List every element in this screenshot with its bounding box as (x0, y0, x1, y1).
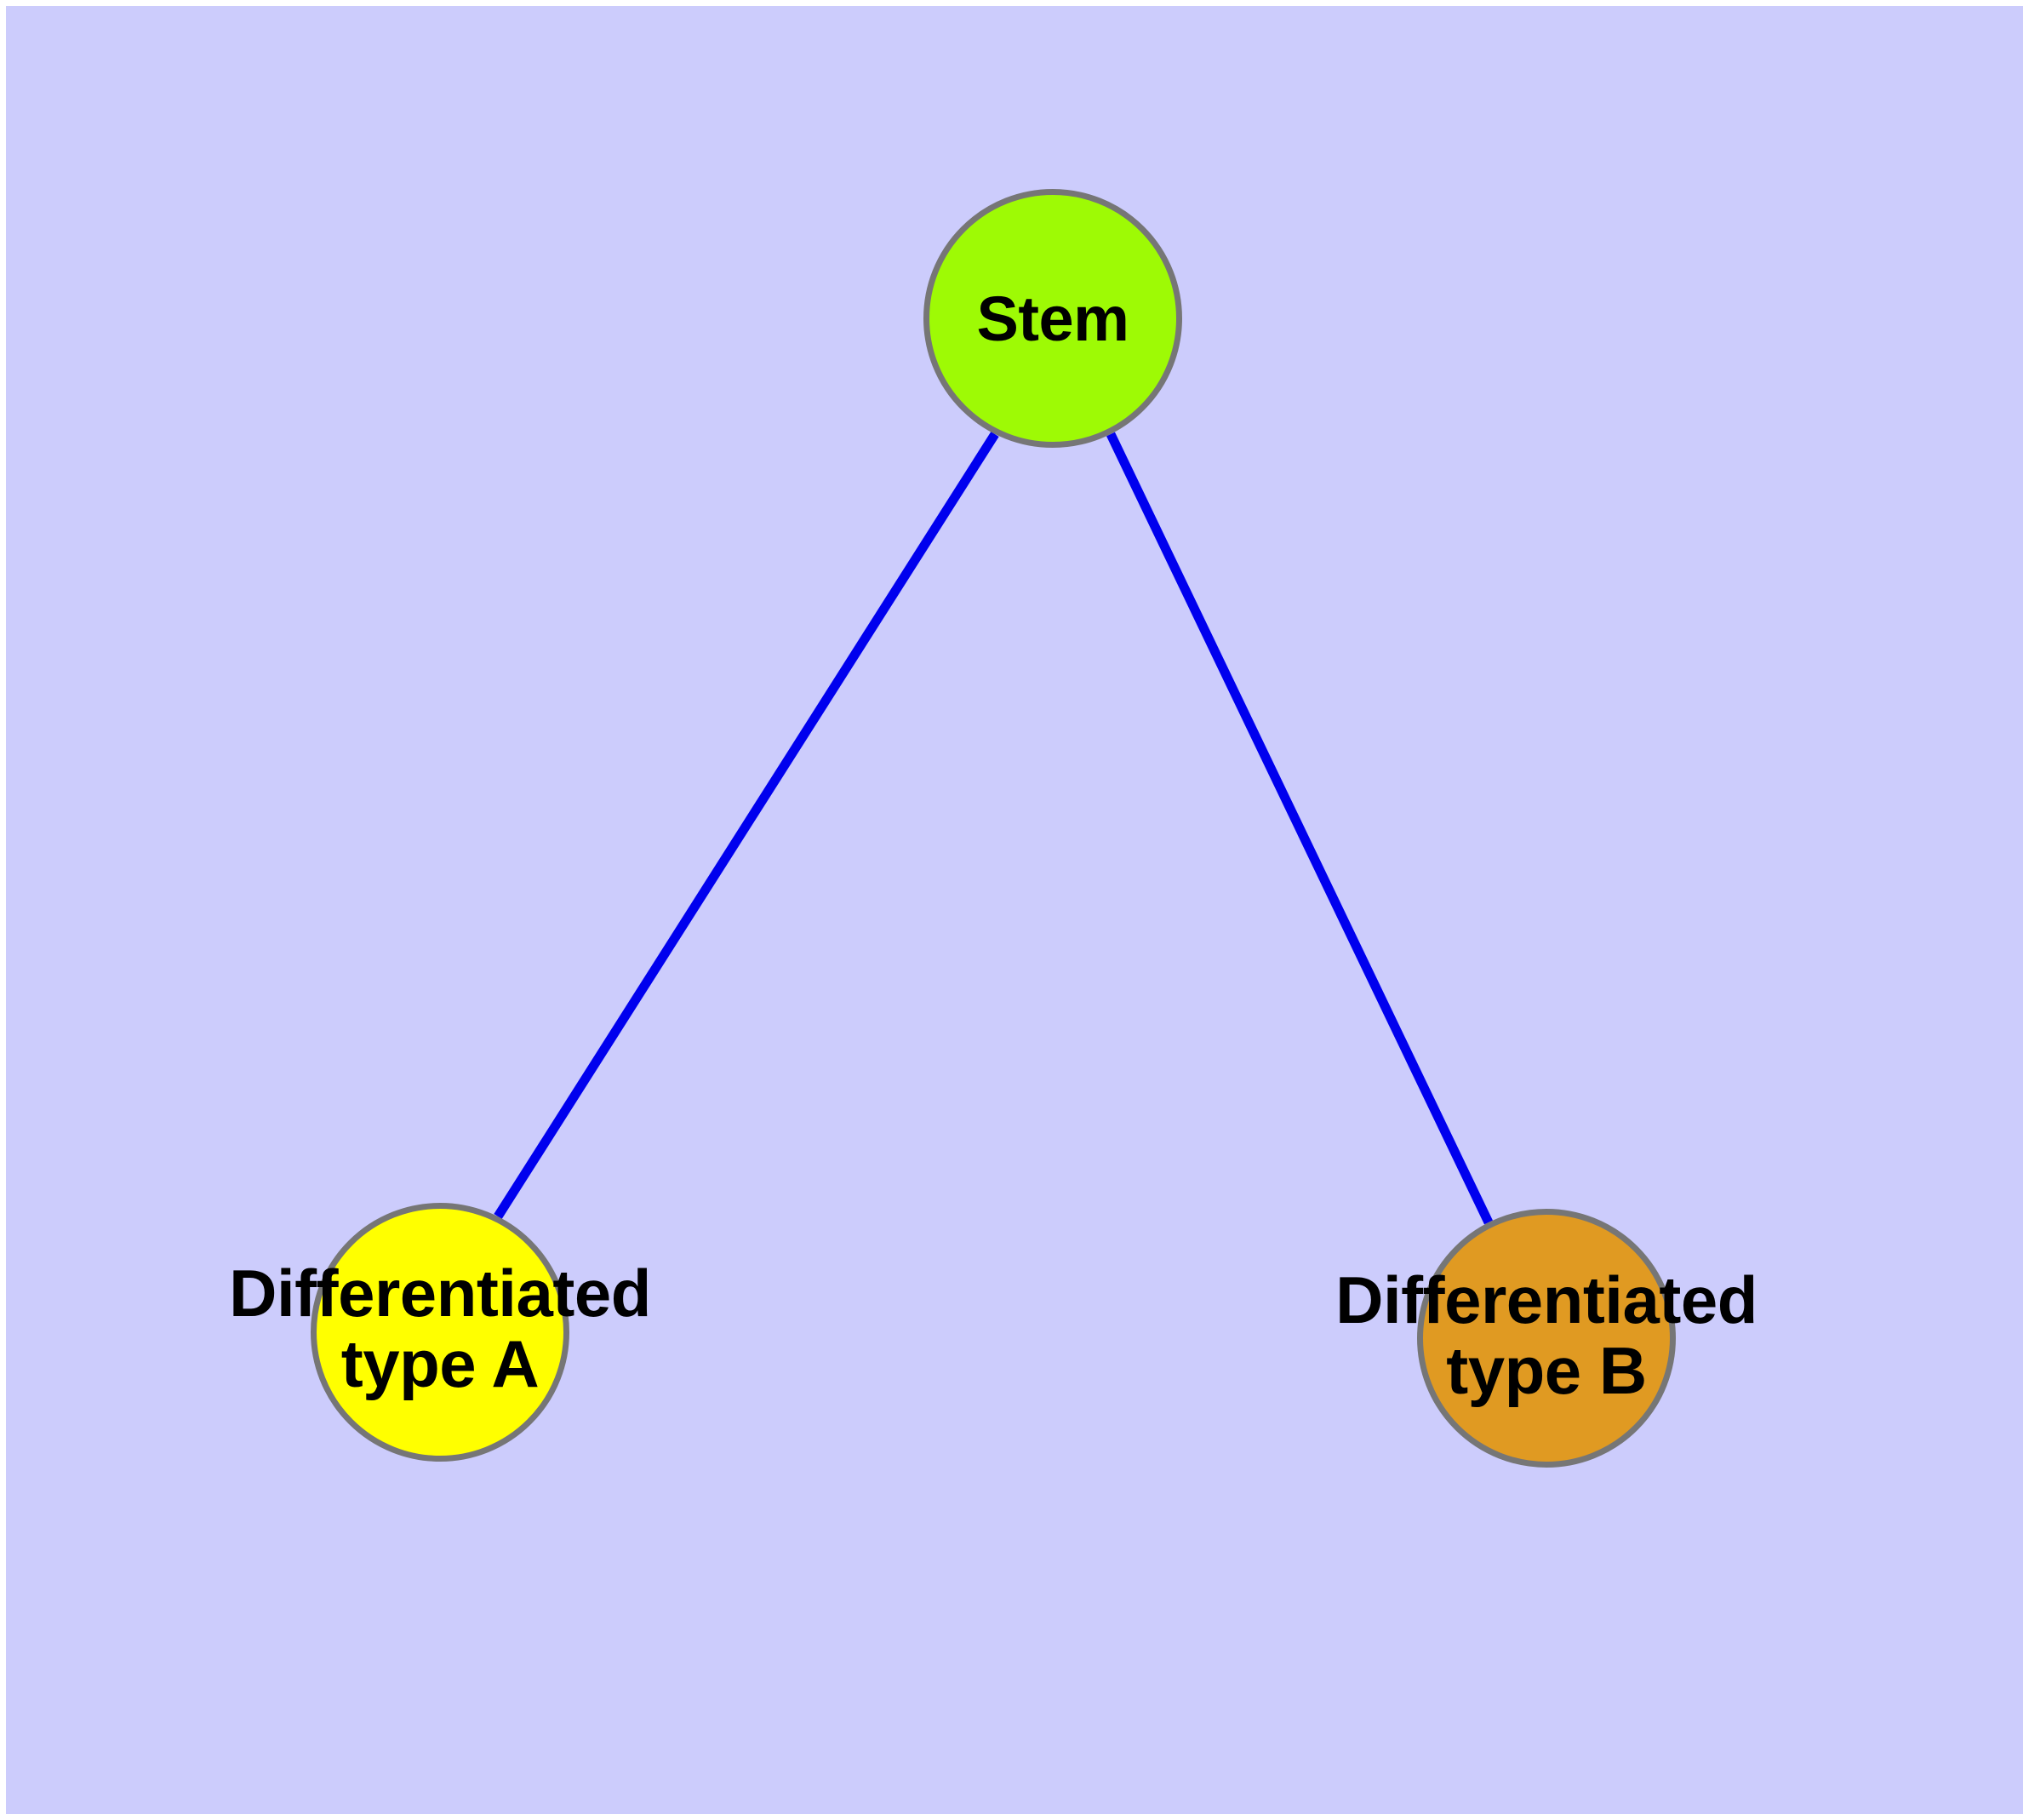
node-differentiated-type-a[interactable] (311, 1203, 569, 1462)
edge-layer (494, 432, 1493, 1225)
node-layer (311, 189, 1676, 1468)
edge-stem-to-differentiated-type-a[interactable] (494, 432, 999, 1219)
node-differentiated-type-b[interactable] (1417, 1209, 1676, 1468)
edge-stem-to-differentiated-type-b[interactable] (1106, 432, 1493, 1225)
node-stem[interactable] (923, 189, 1182, 448)
